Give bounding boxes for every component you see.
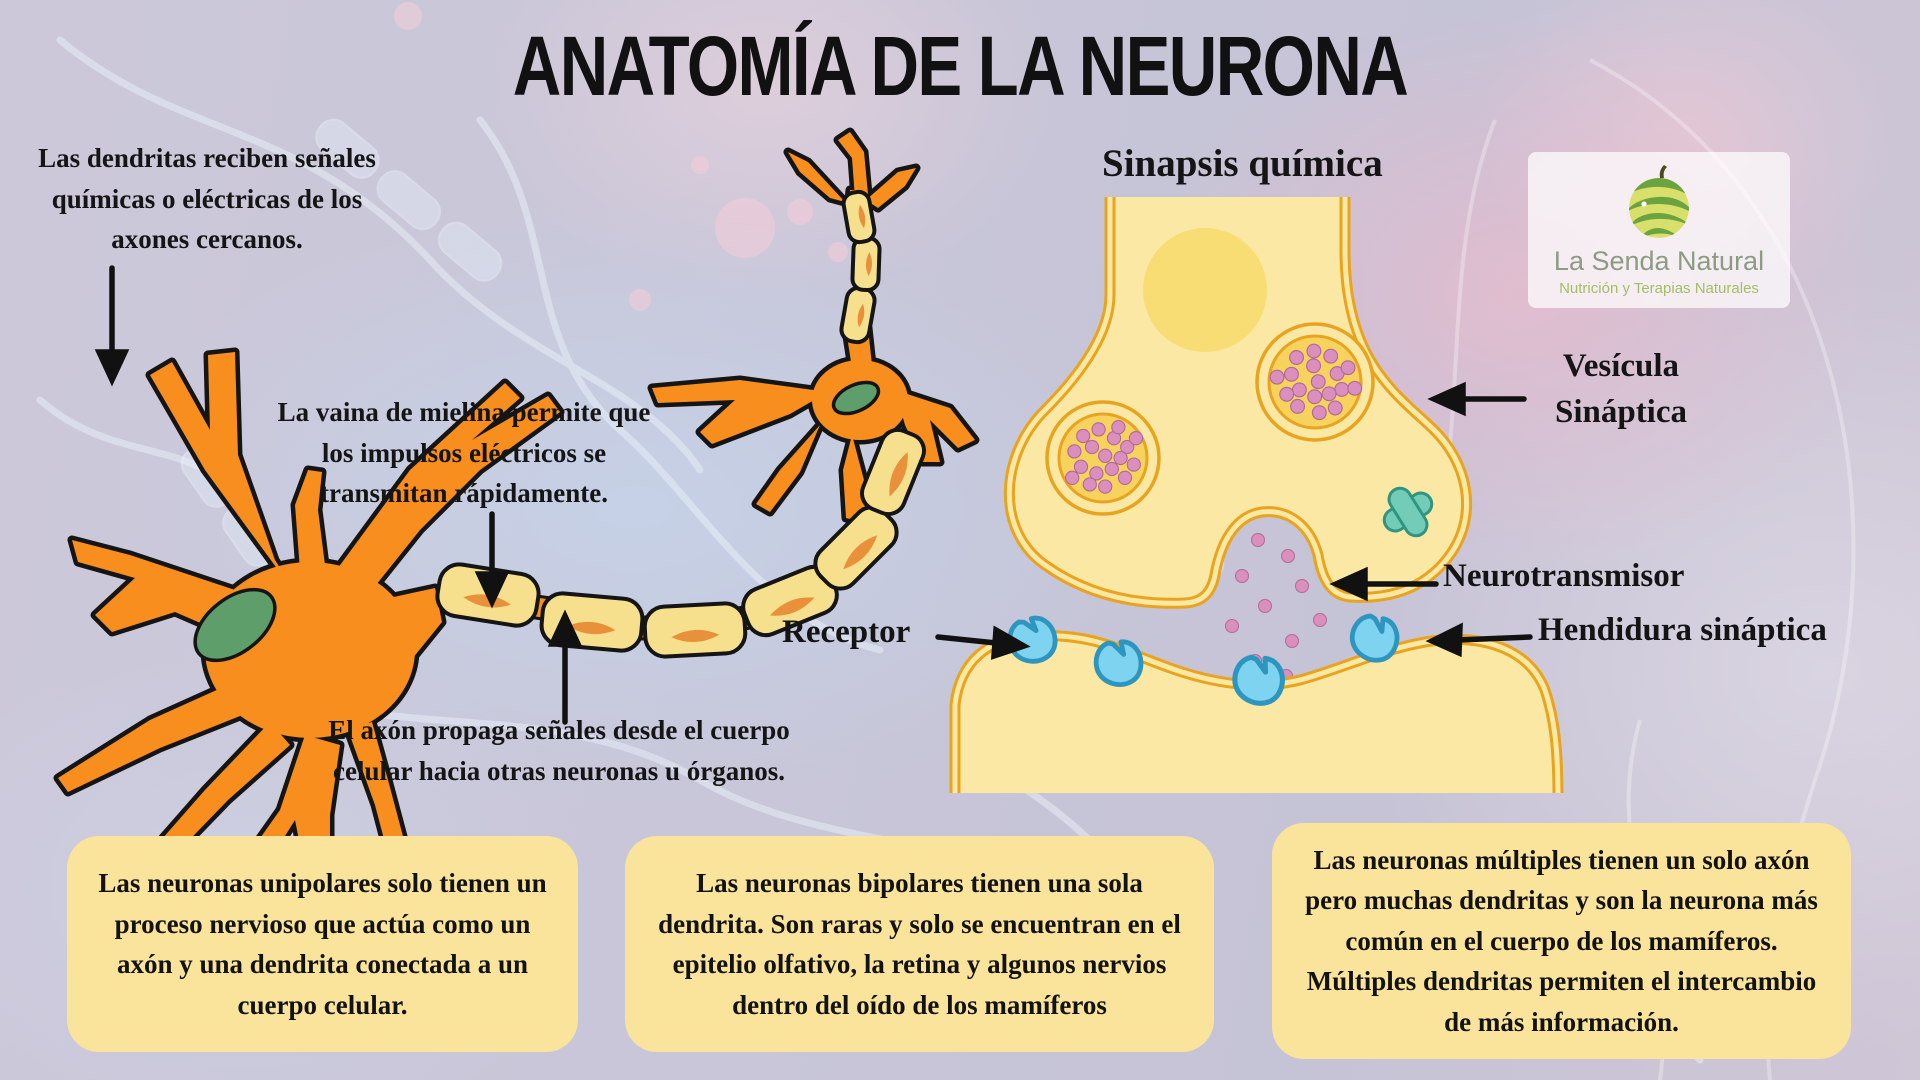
infobox-bipolar-text: Las neuronas bipolares tienen una sola d… (658, 868, 1181, 1020)
presynaptic-terminal (1003, 197, 1473, 609)
myelin-segment (841, 189, 877, 245)
infobox-unipolar: Las neuronas unipolares solo tienen un p… (67, 836, 578, 1052)
terminal-shading (1143, 228, 1267, 352)
vesicle-label-line1: Vesícula (1562, 348, 1680, 384)
dendrites-note: Las dendritas reciben señales químicas o… (38, 143, 376, 254)
logo: La Senda Natural Nutrición y Terapias Na… (1528, 152, 1790, 308)
vesicle-label: Vesícula Sináptica (1528, 344, 1714, 435)
infobox-multipolar: Las neuronas múltiples tienen un solo ax… (1272, 823, 1851, 1059)
cell-nucleus (193, 380, 881, 663)
apple-icon (1629, 164, 1689, 238)
receptor-shape (1233, 656, 1284, 705)
receptor-arrow (935, 625, 1031, 660)
receptor-label: Receptor (782, 614, 911, 650)
infobox-unipolar-text: Las neuronas unipolares solo tienen un p… (98, 868, 547, 1020)
cleft-label: Hendidura sináptica (1538, 612, 1827, 648)
cleft-arrow (1425, 622, 1533, 658)
myelin-segment (642, 601, 748, 659)
neurotransmitter-arrow (1329, 566, 1439, 602)
logo-name: La Senda Natural (1553, 245, 1765, 276)
myelin-segment (859, 427, 927, 517)
page-title: ANATOMÍA DE LA NEURONA (512, 19, 1409, 113)
vesicle-label-line2: Sináptica (1554, 393, 1688, 430)
myelin-note: La vaina de mielina permite que los impu… (277, 397, 651, 508)
myelin-arrow (474, 511, 510, 609)
neurotransmitter-label: Neurotransmisor (1443, 558, 1685, 594)
myelin-segment (813, 505, 899, 591)
ion-channel-protein (1382, 486, 1434, 538)
infobox-multipolar-text: Las neuronas múltiples tienen un solo ax… (1305, 844, 1818, 1037)
synapse-heading: Sinapsis química (1102, 142, 1383, 185)
infobox-bipolar: Las neuronas bipolares tienen una sola d… (625, 836, 1214, 1052)
receptor-shape (1094, 640, 1142, 686)
synaptic-vesicle (1255, 322, 1375, 442)
axon-arrow (547, 609, 583, 725)
logo-tagline: Nutrición y Terapias Naturales (1559, 279, 1759, 297)
vesicle-arrow (1427, 381, 1527, 417)
synaptic-vesicle (1045, 400, 1161, 516)
dendrites-arrow (94, 265, 130, 387)
axon-note: El axón propaga señales desde el cuerpo … (328, 715, 790, 786)
